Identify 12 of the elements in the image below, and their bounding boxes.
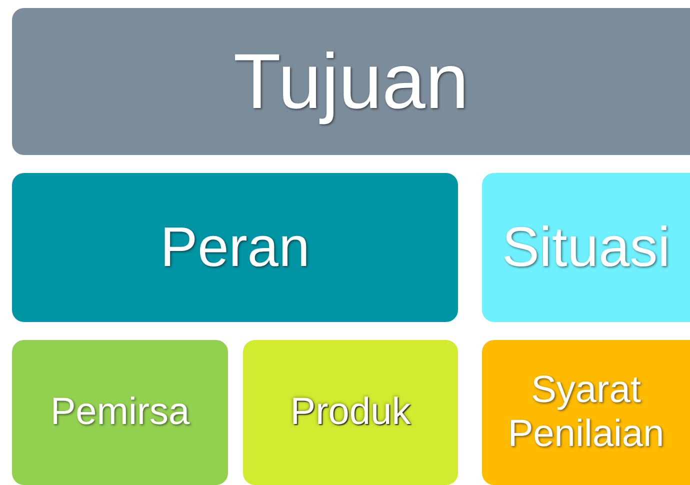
block-label: Produk [290, 390, 411, 434]
block-label: Syarat Penilaian [506, 368, 666, 456]
block-label: Situasi [502, 215, 670, 280]
block-box [482, 173, 690, 322]
block-box [12, 340, 228, 485]
block-box [482, 340, 690, 485]
block-label: Peran [160, 215, 310, 280]
block-box [12, 8, 690, 155]
block-label: Tujuan [233, 36, 469, 126]
block-label: Pemirsa [50, 390, 190, 434]
block-box [12, 173, 458, 322]
block-box [243, 340, 458, 485]
